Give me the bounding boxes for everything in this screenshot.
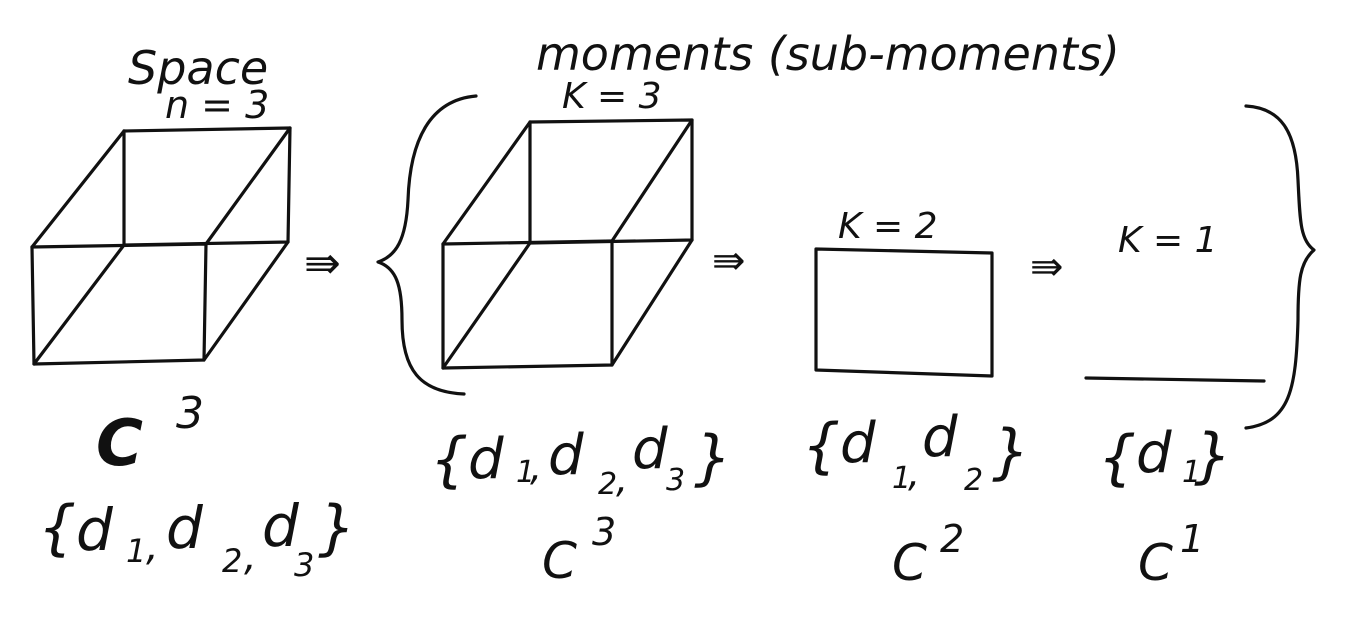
- space-basis-d2: d: [166, 494, 204, 562]
- moment-k2-square: [814, 247, 994, 378]
- comma: ,: [146, 524, 159, 570]
- arrow-3: ⇛: [1030, 244, 1064, 290]
- space-field: C: [96, 407, 143, 481]
- moment-k1-d1: d: [1136, 421, 1172, 486]
- space-field-power: 3: [176, 388, 204, 439]
- brace-open: {: [430, 425, 468, 495]
- brace-open: {: [802, 411, 840, 481]
- space-basis-open: {: [38, 493, 76, 563]
- moment-k3-d3: d: [632, 417, 668, 482]
- moment-k3-label: K = 3: [562, 76, 662, 117]
- space-basis-sub3: 3: [294, 546, 314, 584]
- space-dimension: n = 3: [165, 83, 269, 127]
- brace-close: }: [1194, 421, 1232, 491]
- right-brace: [1244, 104, 1316, 430]
- moment-k3-sub1: 1: [516, 455, 535, 490]
- space-cube: [30, 126, 292, 366]
- moment-k1-line: [1084, 376, 1266, 383]
- moment-k1-basis: { d 1 }: [1098, 421, 1232, 493]
- moment-k3-power: 3: [592, 510, 616, 554]
- moment-k1-field: C: [1138, 534, 1173, 592]
- moment-k2-label: K = 2: [838, 206, 938, 247]
- moment-k3-d2: d: [548, 423, 584, 488]
- arrow-2: ⇛: [712, 238, 746, 284]
- moment-k3-sub2: 2: [598, 467, 617, 502]
- space-basis: { d 1 , d 2 , d 3 }: [38, 492, 356, 584]
- space-title: Space: [128, 41, 268, 95]
- space-basis-d1: d: [76, 496, 114, 564]
- brace-close: }: [992, 417, 1030, 487]
- moment-k2-field: C: [892, 534, 927, 592]
- moment-k3-field: C: [542, 532, 577, 590]
- brace-close: }: [694, 423, 732, 493]
- moment-k2-sub2: 2: [964, 463, 983, 498]
- moment-k1-sub1: 1: [1182, 455, 1201, 490]
- moment-k2-d2: d: [922, 405, 958, 470]
- moment-k3-cube: [441, 118, 694, 370]
- comma: ,: [530, 445, 542, 489]
- moment-k1-power: 1: [1180, 517, 1204, 561]
- moment-k3-d1: d: [468, 427, 504, 492]
- comma: ,: [244, 534, 257, 580]
- brace-open: {: [1098, 423, 1136, 493]
- space-basis-sub2: 2: [222, 542, 242, 580]
- comma: ,: [616, 457, 628, 501]
- left-brace: [376, 94, 478, 396]
- moment-k2-power: 2: [940, 517, 964, 561]
- moment-k3-sub3: 3: [666, 463, 685, 498]
- moments-title: moments (sub-moments): [536, 27, 1120, 81]
- moment-k2-sub1: 1: [892, 461, 911, 496]
- space-basis-d3: d: [262, 492, 300, 560]
- space-basis-sub1: 1: [126, 532, 146, 570]
- space-basis-close: }: [318, 493, 356, 563]
- moment-k2-basis: { d 1 , d 2 }: [802, 405, 1030, 498]
- comma: ,: [908, 451, 920, 495]
- moment-k2-d1: d: [840, 411, 876, 476]
- moment-k3-basis: { d 1 , d 2 , d 3 }: [430, 417, 732, 502]
- moment-k1-label: K = 1: [1118, 220, 1218, 261]
- arrow-1: ⇛: [304, 238, 341, 289]
